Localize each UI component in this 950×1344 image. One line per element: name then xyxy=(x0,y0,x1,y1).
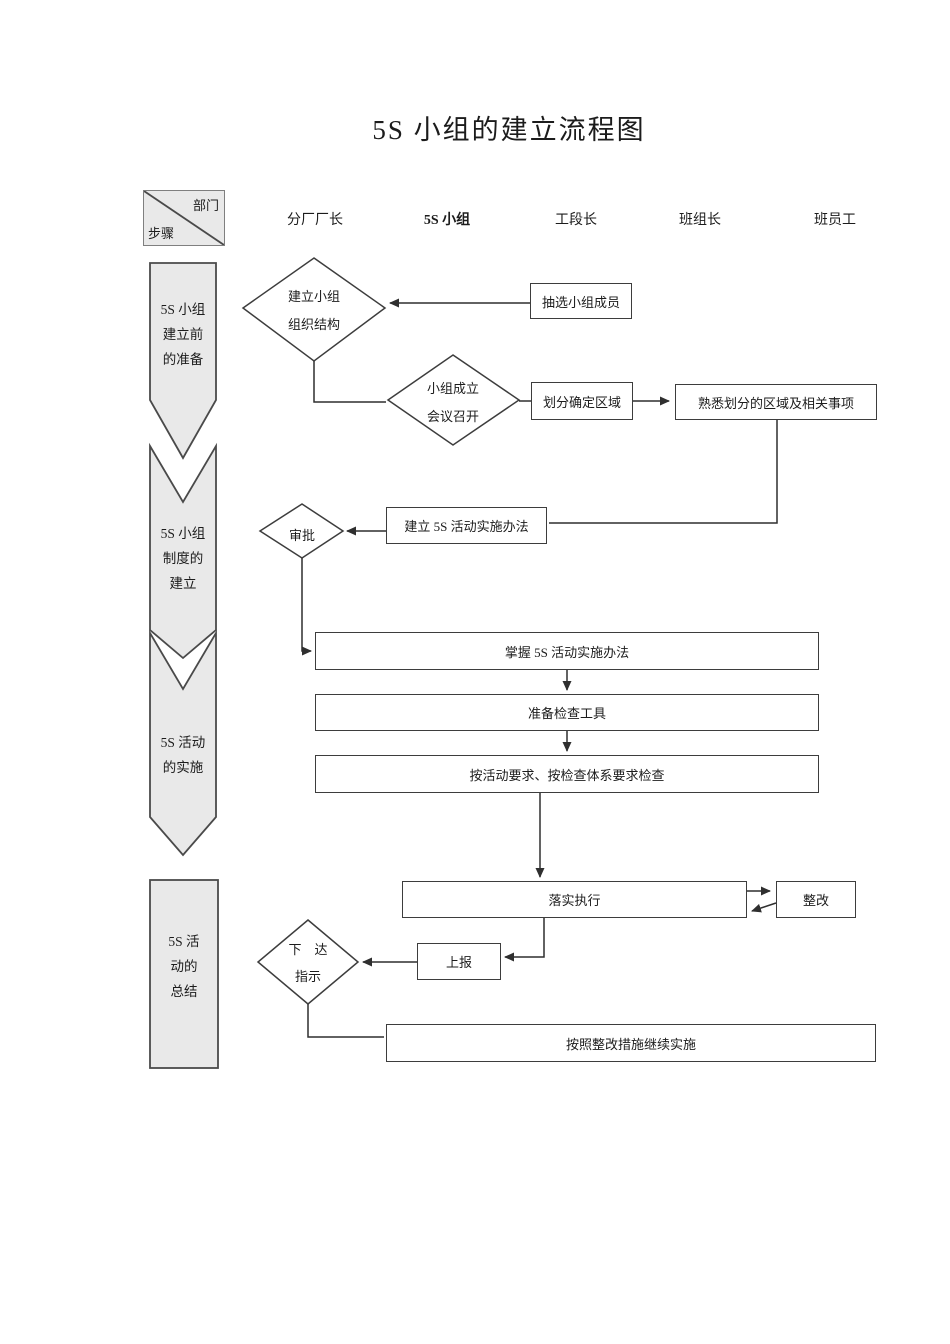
column-header-5s-group: 5S 小组 xyxy=(423,213,471,228)
node-define-area: 划分确定区域 xyxy=(531,382,633,420)
corner-diagonal-line xyxy=(144,191,224,245)
phase-rect-summary xyxy=(149,879,219,1069)
node-approve-label: 审批 xyxy=(288,528,315,543)
connector-instructions-to-continue xyxy=(307,1004,384,1038)
corner-label-department: 部门 xyxy=(192,198,219,213)
node-founding-meeting-label: 小组成立 会议召开 xyxy=(426,381,479,424)
connector-approve-to-master xyxy=(301,558,312,656)
node-rectify: 整改 xyxy=(776,881,856,918)
corner-label-steps: 步骤 xyxy=(148,226,175,241)
node-inspect: 按活动要求、按检查体系要求检查 xyxy=(315,755,819,793)
flowchart-title: 5S 小组的建立流程图 xyxy=(372,115,646,145)
node-master-method: 掌握 5S 活动实施办法 xyxy=(315,632,819,670)
phase-arrow-implementation xyxy=(149,629,217,857)
column-header-team-member: 班员工 xyxy=(814,213,856,228)
connector-execute-to-report xyxy=(504,918,545,962)
column-header-section-chief: 工段长 xyxy=(555,213,597,228)
node-issue-instructions-label: 下 达 指示 xyxy=(288,942,328,984)
phase-arrow-system xyxy=(149,442,217,660)
column-header-team-leader: 班组长 xyxy=(679,213,721,228)
node-select-members: 抽选小组成员 xyxy=(530,283,632,319)
connector-buildorg-to-meeting xyxy=(313,361,386,403)
node-execute: 落实执行 xyxy=(402,881,747,918)
phase-label-implementation: 5S 活动 的实施 xyxy=(160,735,206,775)
matrix-header-corner: 部门 步骤 xyxy=(143,190,225,246)
connector-familiarize-to-method xyxy=(549,420,778,524)
node-familiarize-area: 熟悉划分的区域及相关事项 xyxy=(675,384,877,420)
node-report: 上报 xyxy=(417,943,501,980)
phase-label-summary: 5S 活 动的 总结 xyxy=(168,934,200,999)
connector-rectify-to-execute xyxy=(751,902,777,913)
node-build-org-label: 建立小组 组织结构 xyxy=(287,289,340,332)
phase-arrow-preparation xyxy=(149,262,217,460)
phase-label-preparation: 5S 小组 建立前 的准备 xyxy=(160,302,206,367)
phase-label-system: 5S 小组 制度的 建立 xyxy=(160,526,206,591)
node-create-method: 建立 5S 活动实施办法 xyxy=(386,507,547,544)
node-prepare-tools: 准备检查工具 xyxy=(315,694,819,731)
diamond-founding-meeting xyxy=(386,354,521,446)
column-header-branch-factory-director: 分厂厂长 xyxy=(287,213,343,228)
node-continue-implement: 按照整改措施继续实施 xyxy=(386,1024,876,1062)
